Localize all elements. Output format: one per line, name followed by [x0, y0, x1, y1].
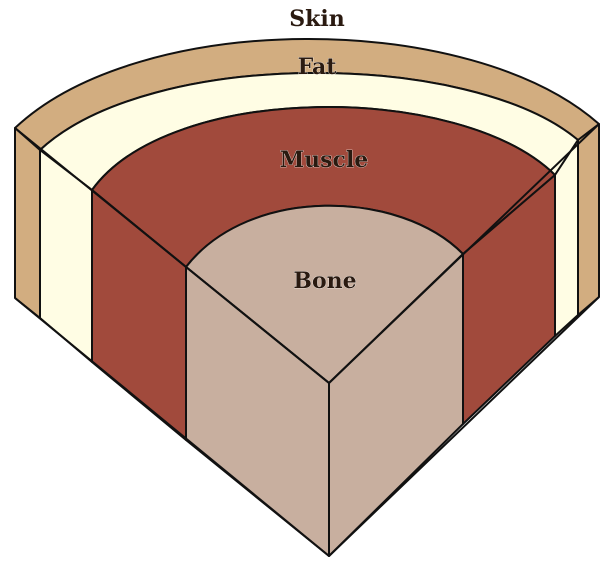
skin-label: Skin — [289, 6, 344, 32]
skin-right-strip — [578, 124, 599, 315]
bone-label: Bone — [293, 268, 356, 294]
muscle-label: Muscle — [280, 147, 368, 173]
fat-label: Fat — [298, 54, 338, 80]
skin-left-strip — [15, 128, 40, 318]
fat-right-strip — [555, 140, 578, 336]
